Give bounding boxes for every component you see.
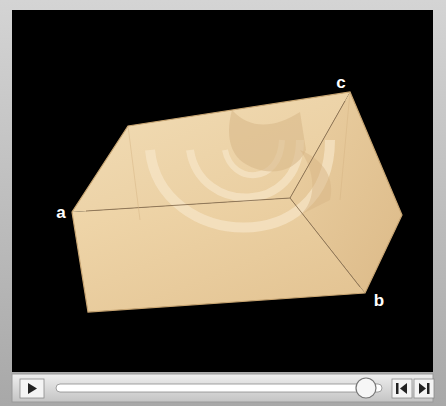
corner-label: b: [374, 292, 384, 309]
player-controls: [12, 374, 434, 402]
corner-label: a: [56, 204, 65, 221]
corner-label: c: [336, 74, 345, 91]
wood-block: [72, 92, 402, 312]
video-area: [12, 10, 433, 372]
